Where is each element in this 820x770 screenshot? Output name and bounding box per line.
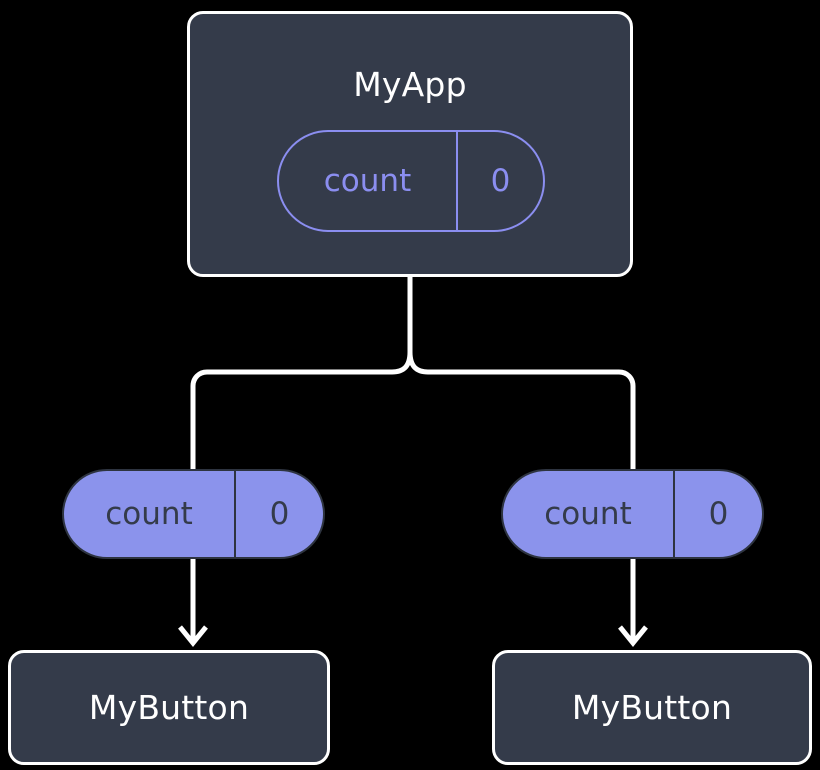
prop-pill-left-key: count	[64, 471, 236, 557]
node-mybutton-left-title: MyButton	[88, 688, 250, 727]
state-pill-myapp-value: 0	[490, 162, 511, 199]
node-mybutton-right-title: MyButton	[571, 688, 733, 727]
node-mybutton-right[interactable]: MyButton	[492, 650, 812, 765]
prop-pill-left[interactable]: count 0	[62, 469, 325, 559]
prop-pill-left-value: 0	[269, 495, 290, 532]
prop-pill-right[interactable]: count 0	[501, 469, 764, 559]
right-arrow-head-icon	[618, 625, 648, 647]
node-mybutton-left[interactable]: MyButton	[8, 650, 330, 765]
state-pill-myapp-key: count	[279, 132, 458, 230]
prop-pill-right-key: count	[503, 471, 675, 557]
state-pill-myapp[interactable]: count 0	[277, 130, 545, 232]
prop-pill-right-value: 0	[708, 495, 729, 532]
node-myapp-title: MyApp	[353, 65, 467, 104]
left-branch-wire	[190, 351, 413, 469]
left-arrow-head-icon	[178, 625, 208, 647]
right-branch-wire	[407, 351, 636, 469]
